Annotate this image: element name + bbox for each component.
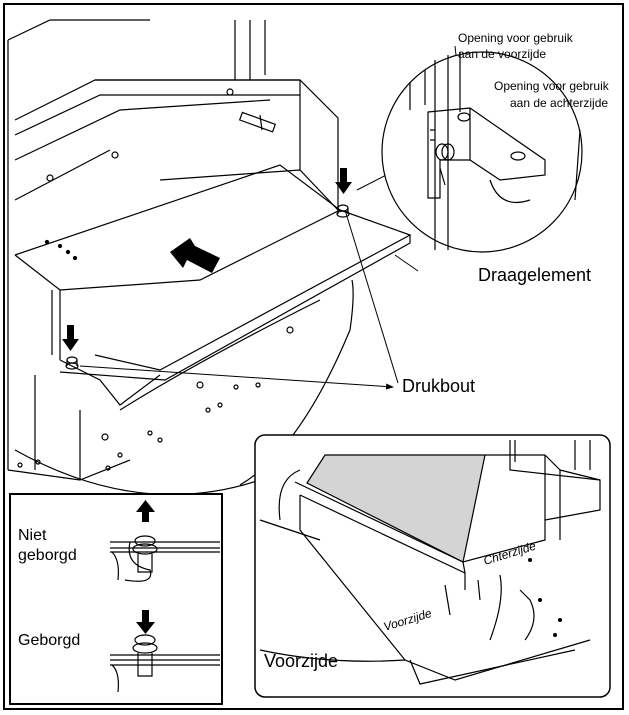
down-arrow-left	[62, 325, 79, 351]
label-unlocked-2: geborgd	[18, 547, 77, 564]
unit-top-plate	[95, 79, 339, 212]
push-bolt-right	[336, 204, 350, 218]
label-locked: Geborgd	[18, 632, 80, 649]
lock-arrow-head	[136, 622, 155, 634]
label-opening-front-1: Opening voor gebruik	[458, 31, 574, 45]
lock-inset	[9, 493, 223, 705]
push-direction-arrow	[170, 238, 220, 273]
label-opening-rear-1: Opening voor gebruik	[494, 79, 610, 93]
support-rail	[94, 209, 412, 371]
label-front-caption: Voorzijde	[264, 651, 338, 671]
label-opening-front-2: aan de voorzijde	[458, 47, 546, 61]
label-push-bolt: Drukbout	[402, 376, 475, 396]
unlock-arrow-head	[136, 500, 155, 512]
unlock-arrow-stem	[142, 510, 149, 522]
lock-arrow-stem	[142, 610, 149, 622]
front-inset	[254, 434, 611, 698]
label-support-element: Draagelement	[478, 265, 591, 285]
label-unlocked-1: Niet	[18, 527, 47, 544]
push-bolt-left	[65, 356, 79, 370]
inclined-plate	[14, 164, 342, 291]
label-opening-rear-2: aan de achterzijde	[510, 96, 608, 110]
detail-circle	[381, 51, 583, 253]
down-arrow-right	[335, 168, 352, 194]
